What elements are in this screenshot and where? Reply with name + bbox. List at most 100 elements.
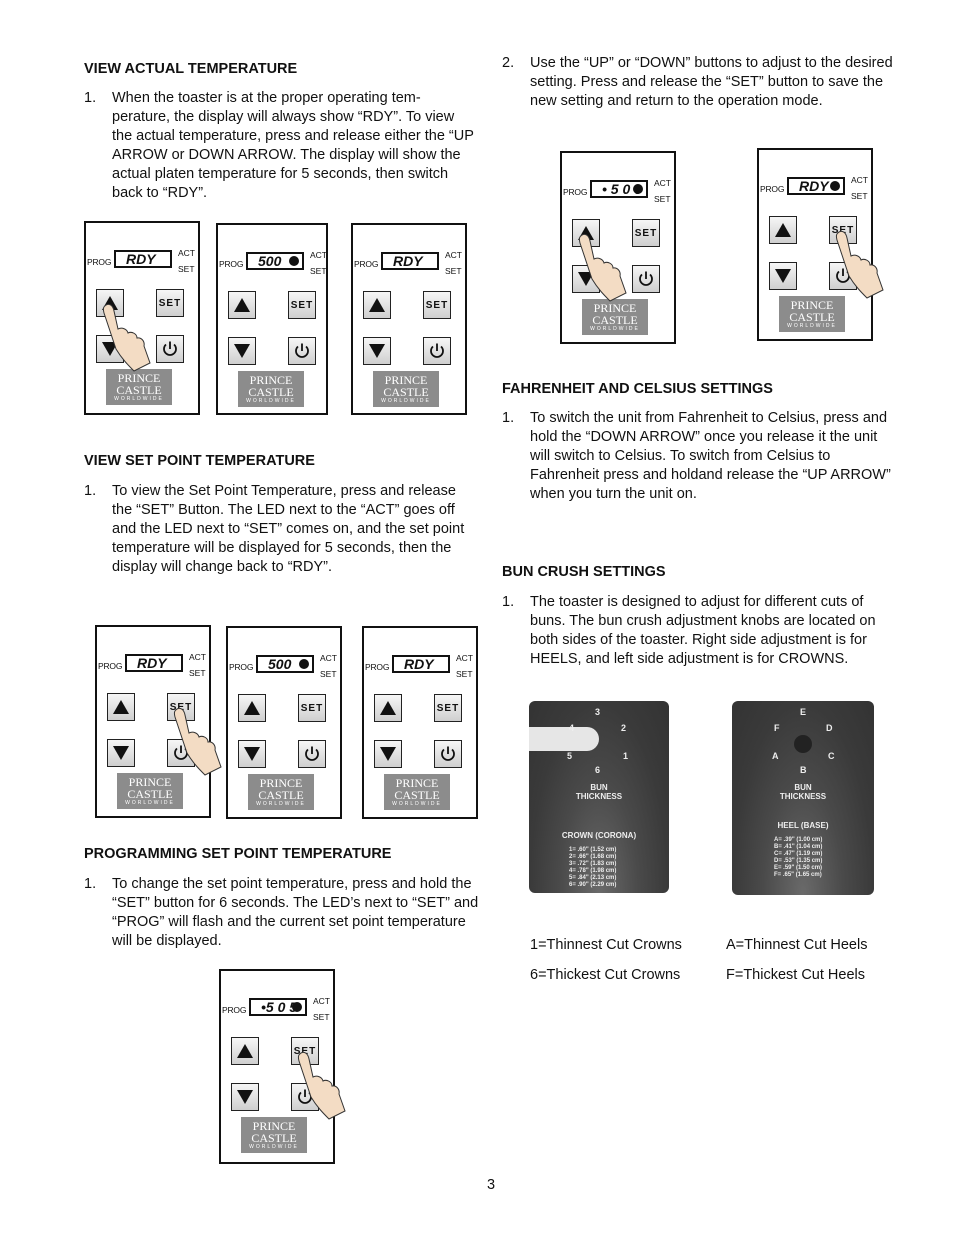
arrow-up-icon xyxy=(234,298,250,312)
set-button[interactable]: SET xyxy=(156,289,184,317)
up-arrow-button[interactable] xyxy=(238,694,266,722)
arrow-up-icon xyxy=(775,223,791,237)
arrow-up-icon xyxy=(369,298,385,312)
power-icon xyxy=(295,343,309,358)
power-icon xyxy=(305,746,319,761)
up-arrow-button[interactable] xyxy=(228,291,256,319)
set-button[interactable]: SET xyxy=(632,219,660,247)
power-button[interactable] xyxy=(423,337,451,365)
set-label: SET xyxy=(310,266,327,276)
control-panel: PROG RDY ACT SET SET PRINCE CASTLE WORLD… xyxy=(351,223,467,415)
power-icon xyxy=(441,746,455,761)
list-item: 1. To view the Set Point Temperature, pr… xyxy=(84,482,480,597)
size-entry: E= .59" (1.50 cm) xyxy=(774,865,823,871)
prince-castle-logo: PRINCE CASTLE WORLDWIDE xyxy=(582,299,648,335)
logo-line: PRINCE xyxy=(117,371,161,385)
display-value: RDY xyxy=(393,253,423,269)
prince-castle-logo: PRINCE CASTLE WORLDWIDE xyxy=(779,296,845,332)
knob-number: 2 xyxy=(621,723,627,733)
list-item: 1. To switch the unit from Fahrenheit to… xyxy=(502,409,900,524)
power-button[interactable] xyxy=(632,265,660,293)
set-button[interactable]: SET xyxy=(288,291,316,319)
knob-letter: D xyxy=(826,723,833,733)
prog-label: PROG xyxy=(87,257,112,267)
caption-thickest-heels: F=Thickest Cut Heels xyxy=(726,967,866,983)
caption-thinnest-heels: A=Thinnest Cut Heels xyxy=(726,937,868,953)
set-button[interactable]: SET xyxy=(434,694,462,722)
logo-line: CASTLE xyxy=(116,383,162,397)
list-item: 2. Use the “UP” or “DOWN” buttons to adj… xyxy=(502,54,900,134)
down-arrow-button[interactable] xyxy=(238,740,266,768)
logo-line: CASTLE xyxy=(258,788,304,802)
power-button[interactable] xyxy=(288,337,316,365)
up-arrow-button[interactable] xyxy=(363,291,391,319)
size-entry: F= .65" (1.65 cm) xyxy=(774,872,822,878)
down-arrow-button[interactable] xyxy=(769,262,797,290)
size-entry: 3= .72" (1.83 cm) xyxy=(569,861,617,867)
logo-line: CASTLE xyxy=(127,787,173,801)
item-text: The toaster is designed to adjust for di… xyxy=(530,594,876,667)
panel-display: RDY xyxy=(125,654,183,672)
logo-line: CASTLE xyxy=(251,1131,297,1145)
logo-line: PRINCE xyxy=(259,776,303,790)
list-item: 1. To change the set point temperature, … xyxy=(84,875,480,955)
down-arrow-button[interactable] xyxy=(231,1083,259,1111)
set-label: SET xyxy=(456,669,473,679)
prince-castle-logo: PRINCE CASTLE WORLDWIDE xyxy=(117,773,183,809)
up-arrow-button[interactable] xyxy=(231,1037,259,1065)
logo-line: PRINCE xyxy=(249,373,293,387)
arrow-down-icon xyxy=(244,747,260,761)
set-label: SET xyxy=(189,668,206,678)
led-indicator xyxy=(299,659,309,669)
arrow-up-icon xyxy=(113,700,129,714)
set-label: SET xyxy=(851,191,868,201)
prog-label: PROG xyxy=(760,184,785,194)
up-arrow-button[interactable] xyxy=(769,216,797,244)
set-label: SET xyxy=(313,1012,330,1022)
knob-number: 5 xyxy=(567,751,573,761)
size-entry: A= .39" (1.00 cm) xyxy=(774,837,823,843)
heel-size-list: A= .39" (1.00 cm) B= .41" (1.04 cm) C= .… xyxy=(774,837,822,879)
size-entry: C= .47" (1.19 cm) xyxy=(774,851,823,857)
up-arrow-button[interactable] xyxy=(374,694,402,722)
prince-castle-logo: PRINCE CASTLE WORLDWIDE xyxy=(373,371,439,407)
power-icon xyxy=(163,341,177,356)
logo-line: WORLDWIDE xyxy=(787,323,837,329)
knob-letter: B xyxy=(800,765,807,775)
logo-line: PRINCE xyxy=(395,776,439,790)
set-button[interactable]: SET xyxy=(298,694,326,722)
pointing-hand-icon xyxy=(833,230,889,305)
pointing-hand-icon xyxy=(576,233,632,308)
down-arrow-button[interactable] xyxy=(363,337,391,365)
down-arrow-button[interactable] xyxy=(374,740,402,768)
heading-bun-crush: BUN CRUSH SETTINGS xyxy=(502,564,666,580)
logo-line: WORLDWIDE xyxy=(249,1144,299,1150)
act-label: ACT xyxy=(456,653,473,663)
down-arrow-button[interactable] xyxy=(228,337,256,365)
power-button[interactable] xyxy=(156,335,184,363)
down-arrow-button[interactable] xyxy=(107,739,135,767)
control-panel: PROG RDY ACT SET SET PRINCE CASTLE WORLD… xyxy=(757,148,884,341)
arrow-up-icon xyxy=(244,701,260,715)
panel-display: 500 xyxy=(256,655,314,673)
arrow-up-icon xyxy=(380,701,396,715)
item-number: 1. xyxy=(84,876,97,892)
control-panel: PROG •5 0 5 ACT SET SET PRINCE CASTLE WO… xyxy=(219,969,346,1164)
up-arrow-button[interactable] xyxy=(107,693,135,721)
set-label: SET xyxy=(178,264,195,274)
panel-display: 500 xyxy=(246,252,304,270)
item-number: 1. xyxy=(502,594,515,610)
heel-knob-plate: E F D A C B BUN THICKNESS HEEL (BASE) A=… xyxy=(732,701,874,895)
prince-castle-logo: PRINCE CASTLE WORLDWIDE xyxy=(238,371,304,407)
arrow-up-icon xyxy=(237,1044,253,1058)
power-button[interactable] xyxy=(434,740,462,768)
pointing-hand-icon xyxy=(295,1051,351,1126)
panel-display: • 5 0 0 xyxy=(590,180,648,198)
prog-label: PROG xyxy=(563,187,588,197)
set-button[interactable]: SET xyxy=(423,291,451,319)
power-button[interactable] xyxy=(298,740,326,768)
arrow-down-icon xyxy=(102,342,118,356)
prog-label: PROG xyxy=(365,662,390,672)
caption-thinnest-crowns: 1=Thinnest Cut Crowns xyxy=(530,937,682,953)
pointing-hand-icon xyxy=(171,707,227,782)
